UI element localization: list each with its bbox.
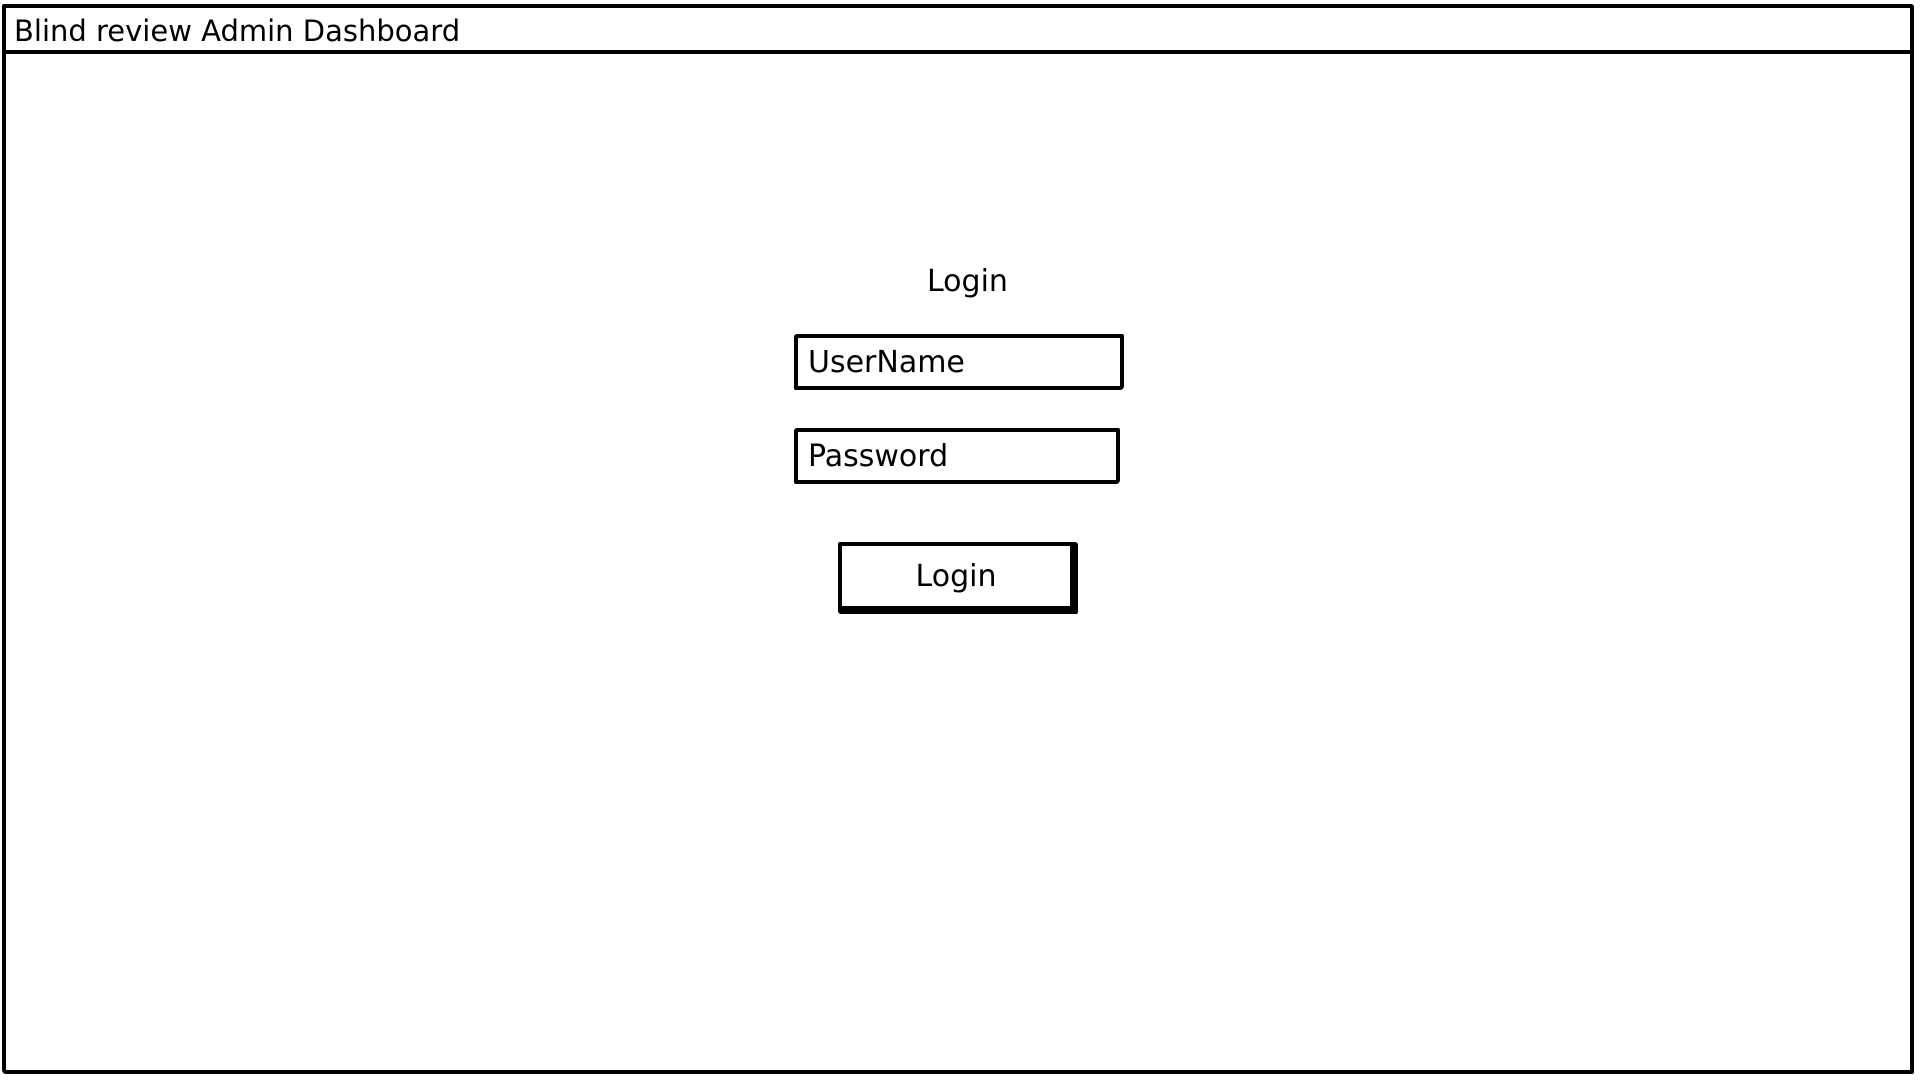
login-panel: Login Login [6,54,1910,1070]
window-title: Blind review Admin Dashboard [14,14,461,48]
title-bar: Blind review Admin Dashboard [6,8,1910,54]
login-button[interactable]: Login [838,542,1078,614]
password-input[interactable] [794,428,1120,484]
username-input[interactable] [794,334,1124,390]
login-heading: Login [927,264,1008,299]
app-window: Blind review Admin Dashboard Login Login [2,4,1914,1074]
